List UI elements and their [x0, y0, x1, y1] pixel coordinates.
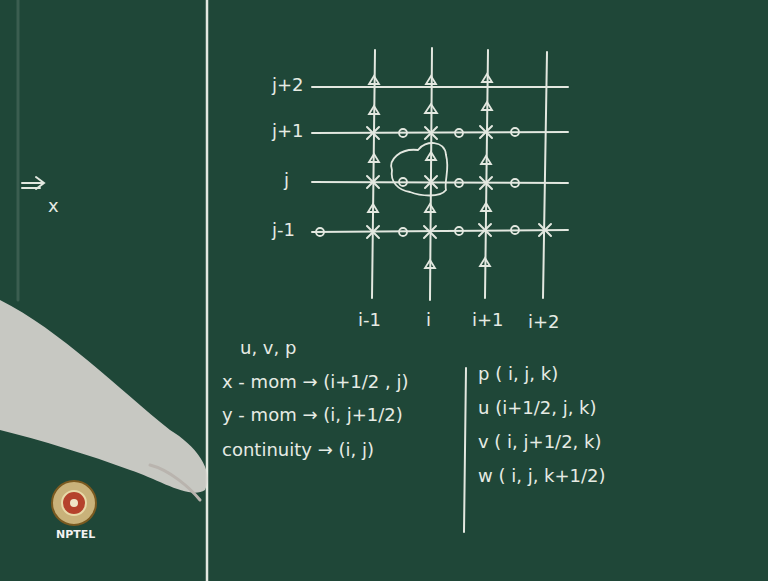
variable-location: w ( i, j, k+1/2): [478, 466, 606, 486]
column-index: i+1: [472, 310, 504, 330]
row-index: j: [284, 170, 289, 190]
row-index: j-1: [272, 220, 295, 240]
equation-location: y - mom → (i, j+1/2): [222, 405, 403, 425]
variable-location: p ( i, j, k): [478, 364, 558, 384]
equation-location: continuity → (i, j): [222, 440, 374, 460]
column-index: i: [426, 310, 431, 330]
equation-location: x - mom → (i+1/2 , j): [222, 372, 408, 392]
variable-list: u, v, p: [240, 338, 296, 358]
row-index: j+2: [272, 75, 304, 95]
logo-text: NPTEL: [56, 529, 95, 541]
variable-location: v ( i, j+1/2, k): [478, 432, 602, 452]
column-index: i-1: [358, 310, 381, 330]
column-index: i+2: [528, 312, 560, 332]
variable-location: u (i+1/2, j, k): [478, 398, 597, 418]
axis-label: x: [48, 196, 59, 216]
row-index: j+1: [272, 121, 304, 141]
